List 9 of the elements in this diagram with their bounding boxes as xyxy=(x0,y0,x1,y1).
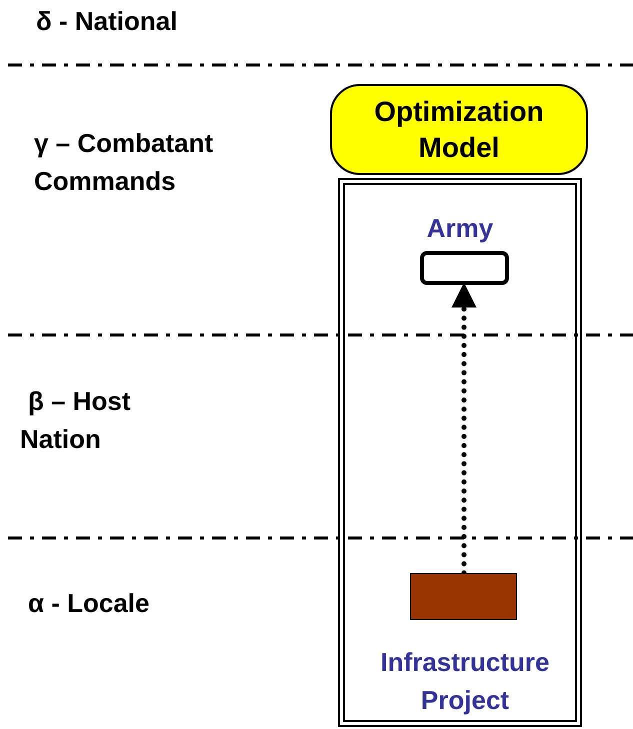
layer-label: δ - National xyxy=(36,5,178,38)
layer-label: γ – Combatant Commands xyxy=(34,127,214,198)
model-box: Optimization Model xyxy=(330,84,588,175)
column-frame xyxy=(338,178,582,727)
dotted-arrow xyxy=(452,282,476,576)
node-label: Army xyxy=(426,212,494,245)
layer-label: β – Host Nation xyxy=(20,385,132,456)
node-label: Infrastructure Project xyxy=(379,646,551,717)
layer-label: α - Locale xyxy=(28,587,150,620)
